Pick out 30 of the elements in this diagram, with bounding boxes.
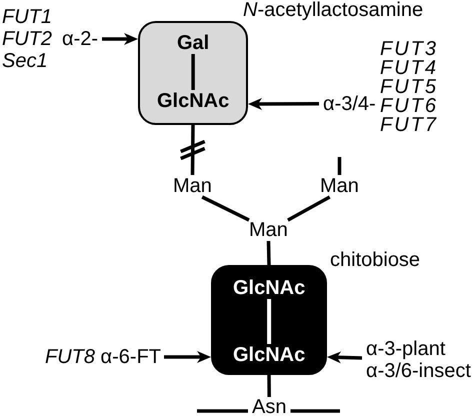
enzyme-label: FUT8 α-6-FT	[42, 346, 164, 368]
connector-line	[287, 195, 331, 222]
arrow	[248, 98, 319, 110]
arrow	[164, 351, 211, 363]
residue-label: GlcNAc	[233, 277, 306, 299]
connector-line	[266, 240, 271, 266]
gene-list: FUT3 FUT4 FUT5 FUT6 FUT7	[380, 40, 438, 135]
residue-label: Man	[173, 175, 212, 197]
arrow	[327, 351, 362, 364]
linkage-label: α-3-plant α-3/6-insect	[362, 338, 474, 382]
connector-line	[201, 195, 250, 222]
residue-label: GlcNAc	[157, 90, 230, 112]
residue-label: Asn	[248, 397, 290, 417]
box-heading: chitobiose	[330, 250, 420, 270]
connector-line	[191, 54, 195, 90]
arrow	[102, 33, 138, 45]
gene-list: FUT1 FUT2 Sec1	[2, 6, 52, 72]
connector-line	[197, 409, 248, 413]
connector-line	[190, 124, 195, 176]
connector-line	[338, 157, 342, 175]
residue-label: GlcNAc	[233, 344, 306, 366]
linkage-label: α-2-	[62, 28, 98, 50]
linkage-label: α-3/4-	[323, 95, 376, 114]
connector-line	[290, 409, 340, 413]
residue-label: Man	[249, 219, 288, 241]
box-heading: N-acetyllactosamine	[243, 0, 424, 20]
residue-label: Gal	[177, 32, 210, 54]
connector-line	[267, 299, 272, 344]
connector-line	[267, 374, 271, 398]
residue-label: Man	[320, 175, 359, 197]
